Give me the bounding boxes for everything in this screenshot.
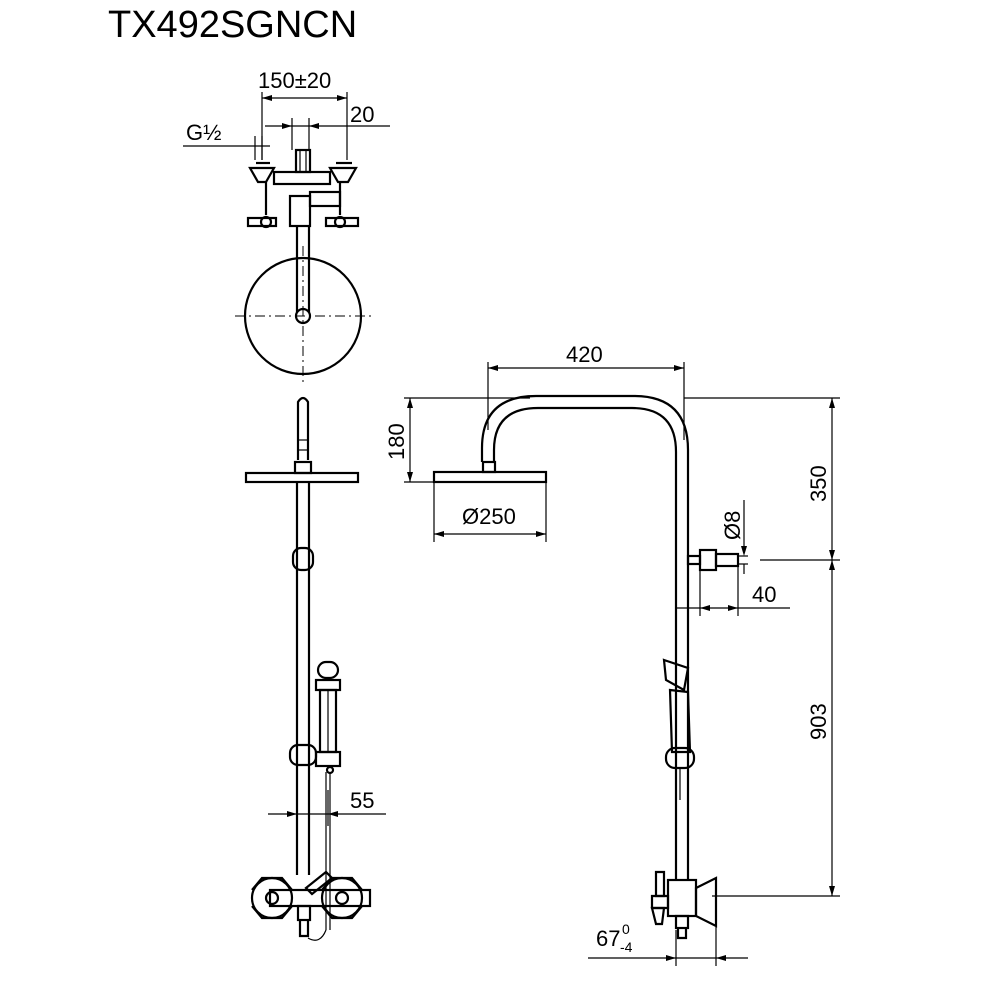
dim-valve-depth: 67	[596, 926, 620, 951]
dim-head-diameter: Ø250	[462, 504, 516, 529]
dim-wall-offset: 55	[350, 788, 374, 813]
side-view: 420 180 Ø250 350 903	[384, 342, 840, 966]
dim-head-drop: 180	[384, 423, 409, 460]
dim-top-to-outlet: 350	[806, 465, 831, 502]
dim-arm-reach: 420	[566, 342, 603, 367]
dim-outlet-diameter: Ø8	[720, 511, 745, 540]
dim-valve-depth-tol-upper: 0	[622, 921, 630, 937]
dim-thread: G½	[186, 120, 221, 145]
top-view: 150±20 20 G½	[183, 68, 390, 386]
model-title: TX492SGNCN	[108, 4, 358, 46]
dim-inlet-spacing: 150±20	[258, 68, 331, 93]
dim-outlet-projection: 40	[752, 582, 776, 607]
dim-offset-20: 20	[350, 102, 374, 127]
dim-outlet-to-valve: 903	[806, 703, 831, 740]
dim-valve-depth-tol-lower: -4	[620, 939, 633, 955]
front-view: 55	[244, 396, 386, 941]
